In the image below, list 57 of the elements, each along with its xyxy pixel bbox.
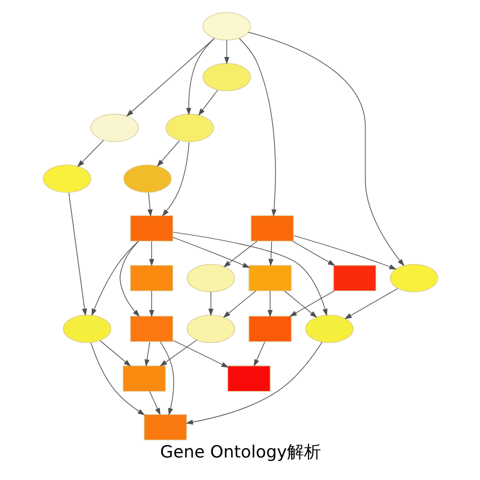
node-ellipse (165, 114, 214, 142)
node-ellipse (202, 12, 250, 40)
node-box (122, 366, 166, 392)
arrow (268, 241, 273, 266)
arrow (208, 292, 213, 316)
arrow (238, 38, 276, 217)
arrow (222, 240, 257, 268)
arrow (248, 32, 404, 266)
arrow (144, 342, 150, 367)
arrow (267, 290, 272, 318)
node-ellipse (186, 264, 234, 292)
node-box (130, 215, 173, 242)
arrow (284, 290, 317, 318)
arrow (148, 241, 154, 266)
node-ellipse (90, 114, 138, 142)
caption: Gene Ontology解析 (160, 442, 320, 462)
arrow (172, 232, 327, 316)
arrow (185, 342, 322, 425)
node-ellipse (202, 63, 250, 92)
node-ellipse (304, 314, 353, 343)
arrow (147, 192, 152, 217)
node-ellipse (186, 314, 234, 343)
arrow (148, 391, 160, 416)
arrow (90, 342, 145, 416)
arrow (162, 142, 189, 216)
arrow (90, 240, 138, 316)
node-box (143, 414, 186, 440)
node-box (130, 265, 173, 292)
arrow (288, 290, 334, 317)
arrow (148, 290, 154, 318)
arrow (159, 340, 197, 366)
node-box (248, 316, 292, 342)
node-ellipse (62, 314, 111, 343)
arrow (68, 192, 87, 316)
arrow (198, 90, 218, 116)
node-box (248, 265, 292, 292)
node-box (226, 366, 270, 392)
arrow (292, 235, 396, 270)
arrow (156, 140, 180, 167)
node-box (250, 215, 294, 242)
arrow (253, 342, 265, 367)
node-box (332, 265, 376, 292)
node-ellipse (42, 164, 91, 193)
arrow (159, 341, 174, 416)
arrow (126, 38, 214, 116)
node-box (130, 316, 173, 342)
arrow (172, 340, 228, 368)
arrow (76, 140, 104, 168)
arrow (119, 240, 140, 317)
arrow (222, 290, 256, 318)
arrow (344, 288, 398, 320)
arrow (172, 236, 250, 268)
arrow (99, 340, 130, 366)
arrow (292, 240, 335, 266)
arrow (224, 40, 229, 64)
node-ellipse (122, 164, 172, 193)
arrow (186, 38, 214, 116)
